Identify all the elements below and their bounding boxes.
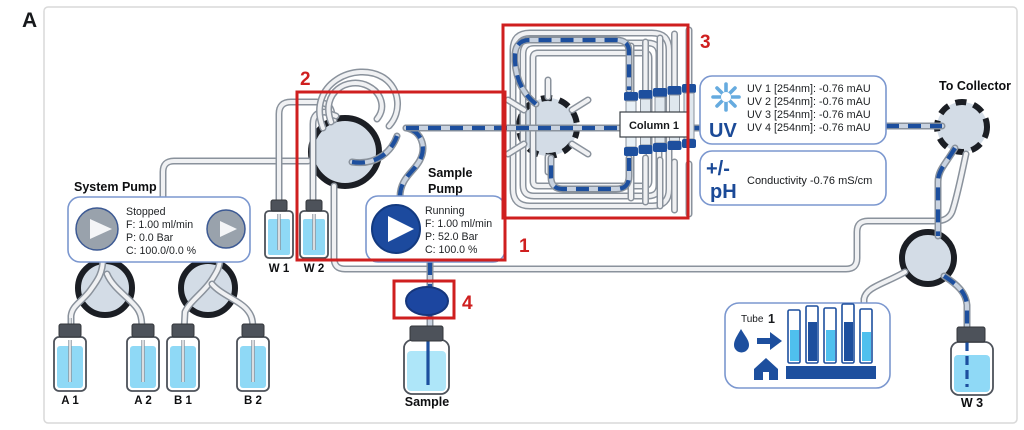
- bottle-w2-label: W 2: [304, 263, 324, 275]
- column-1-label-box: [619, 111, 689, 138]
- bottle-a1: A 1: [53, 318, 87, 407]
- fraction-tubes: [786, 303, 876, 379]
- outlet-valve[interactable]: [899, 229, 957, 287]
- bottle-cap: [241, 323, 265, 338]
- bottle-b2: B 2: [236, 323, 270, 407]
- bottle-b2-label: B 2: [244, 395, 262, 407]
- column-1-label: Column 1: [629, 120, 679, 132]
- fraction-collector[interactable]: Tube 1: [724, 302, 891, 389]
- bottle-a1-label: A 1: [61, 395, 79, 407]
- sample-pump-pressure: P: 52.0 Bar: [425, 231, 478, 243]
- column-bank[interactable]: Column 1: [619, 84, 696, 156]
- bottle-sample: Sample: [403, 325, 450, 409]
- annotations: 1 2 3 4: [295, 23, 711, 320]
- annotation-number-1: 1: [519, 236, 530, 257]
- plus-minus-icon: +/-: [706, 158, 730, 180]
- sample-pump-title-1: Sample: [428, 166, 473, 180]
- bottle-cap: [956, 326, 986, 343]
- conductivity-reading: Conductivity -0.76 mS/cm: [747, 175, 872, 187]
- bottle-b1: B 1: [166, 323, 200, 407]
- bottle-b1-label: B 1: [174, 395, 193, 407]
- bottle-w1: W 1: [264, 199, 294, 275]
- arrow-right-icon: [757, 332, 782, 350]
- bottle-cap: [58, 323, 82, 338]
- ph-monitor-box[interactable]: [699, 150, 887, 206]
- sample-pump-status: Running: [425, 205, 465, 217]
- uv-monitor-box[interactable]: [699, 75, 887, 145]
- home-door: [763, 372, 769, 380]
- liquid: [954, 355, 990, 392]
- annotation-box-3: [501, 23, 690, 220]
- ph-monitor[interactable]: +/- pH Conductivity -0.76 mS/cm: [699, 150, 887, 206]
- uv-label: UV: [709, 120, 737, 142]
- bottle-cap: [131, 323, 155, 338]
- air-sensor[interactable]: [405, 286, 449, 316]
- play-icon: [388, 216, 414, 242]
- system-pump-box[interactable]: [67, 196, 251, 263]
- tube-word: Tube: [741, 314, 764, 325]
- bottle-w3-label: W 3: [961, 396, 983, 410]
- uv-monitor[interactable]: UV UV 1 [254nm]: -0.76 mAU UV 2 [254nm]:…: [699, 75, 887, 145]
- ph-icon: pH: [710, 181, 737, 203]
- bottle-a2: A 2: [126, 323, 160, 407]
- system-pump-status: Stopped: [126, 206, 166, 218]
- play-icon: [90, 219, 112, 239]
- bottle-w3: W 3: [950, 326, 994, 410]
- annotation-box-4: [392, 279, 456, 320]
- bottle-a2-label: A 2: [134, 395, 151, 407]
- uv-reading-2: UV 2 [254nm]: -0.76 mAU: [747, 96, 871, 108]
- bottle-w2: W 2: [299, 199, 329, 275]
- uv-lamp-icon: [711, 82, 741, 112]
- uv-reading-4: UV 4 [254nm]: -0.76 mAU: [747, 122, 871, 134]
- annotation-number-3: 3: [700, 32, 711, 53]
- to-collector-label: To Collector: [939, 79, 1011, 93]
- system-pump-pressure: P: 0.0 Bar: [126, 232, 174, 244]
- uv-reading-1: UV 1 [254nm]: -0.76 mAU: [747, 83, 871, 95]
- bottle-sample-label: Sample: [405, 395, 450, 409]
- tube-rack-base: [786, 366, 876, 379]
- sample-pump-title-2: Pump: [428, 182, 463, 196]
- panel-letter: A: [22, 9, 37, 32]
- home-icon: [754, 358, 778, 380]
- sample-pump[interactable]: Sample Pump Running F: 1.00 ml/min P: 52…: [365, 166, 506, 263]
- sample-pump-gradient: C: 100.0 %: [425, 244, 478, 256]
- bottle-cap: [305, 199, 323, 212]
- uv-reading-3: UV 3 [254nm]: -0.76 mAU: [747, 109, 871, 121]
- annotation-number-2: 2: [300, 69, 311, 90]
- system-pump-flow: F: 1.00 ml/min: [126, 219, 193, 231]
- system-pump-title: System Pump: [74, 180, 157, 194]
- bottle-cap: [171, 323, 195, 338]
- tube-number: 1: [768, 312, 775, 326]
- annotation-box-2: [295, 90, 507, 262]
- bottle-w1-label: W 1: [269, 263, 290, 275]
- annotation-number-4: 4: [462, 293, 473, 314]
- system-pump[interactable]: System Pump Stopped F: 1.00 ml/min P: 0.…: [67, 180, 251, 263]
- bottle-cap: [270, 199, 288, 212]
- bottle-cap: [409, 325, 444, 342]
- droplet-icon: [734, 329, 749, 353]
- play-icon: [220, 221, 237, 237]
- system-pump-gradient: C: 100.0/0.0 %: [126, 245, 197, 257]
- sample-pump-flow: F: 1.00 ml/min: [425, 218, 492, 230]
